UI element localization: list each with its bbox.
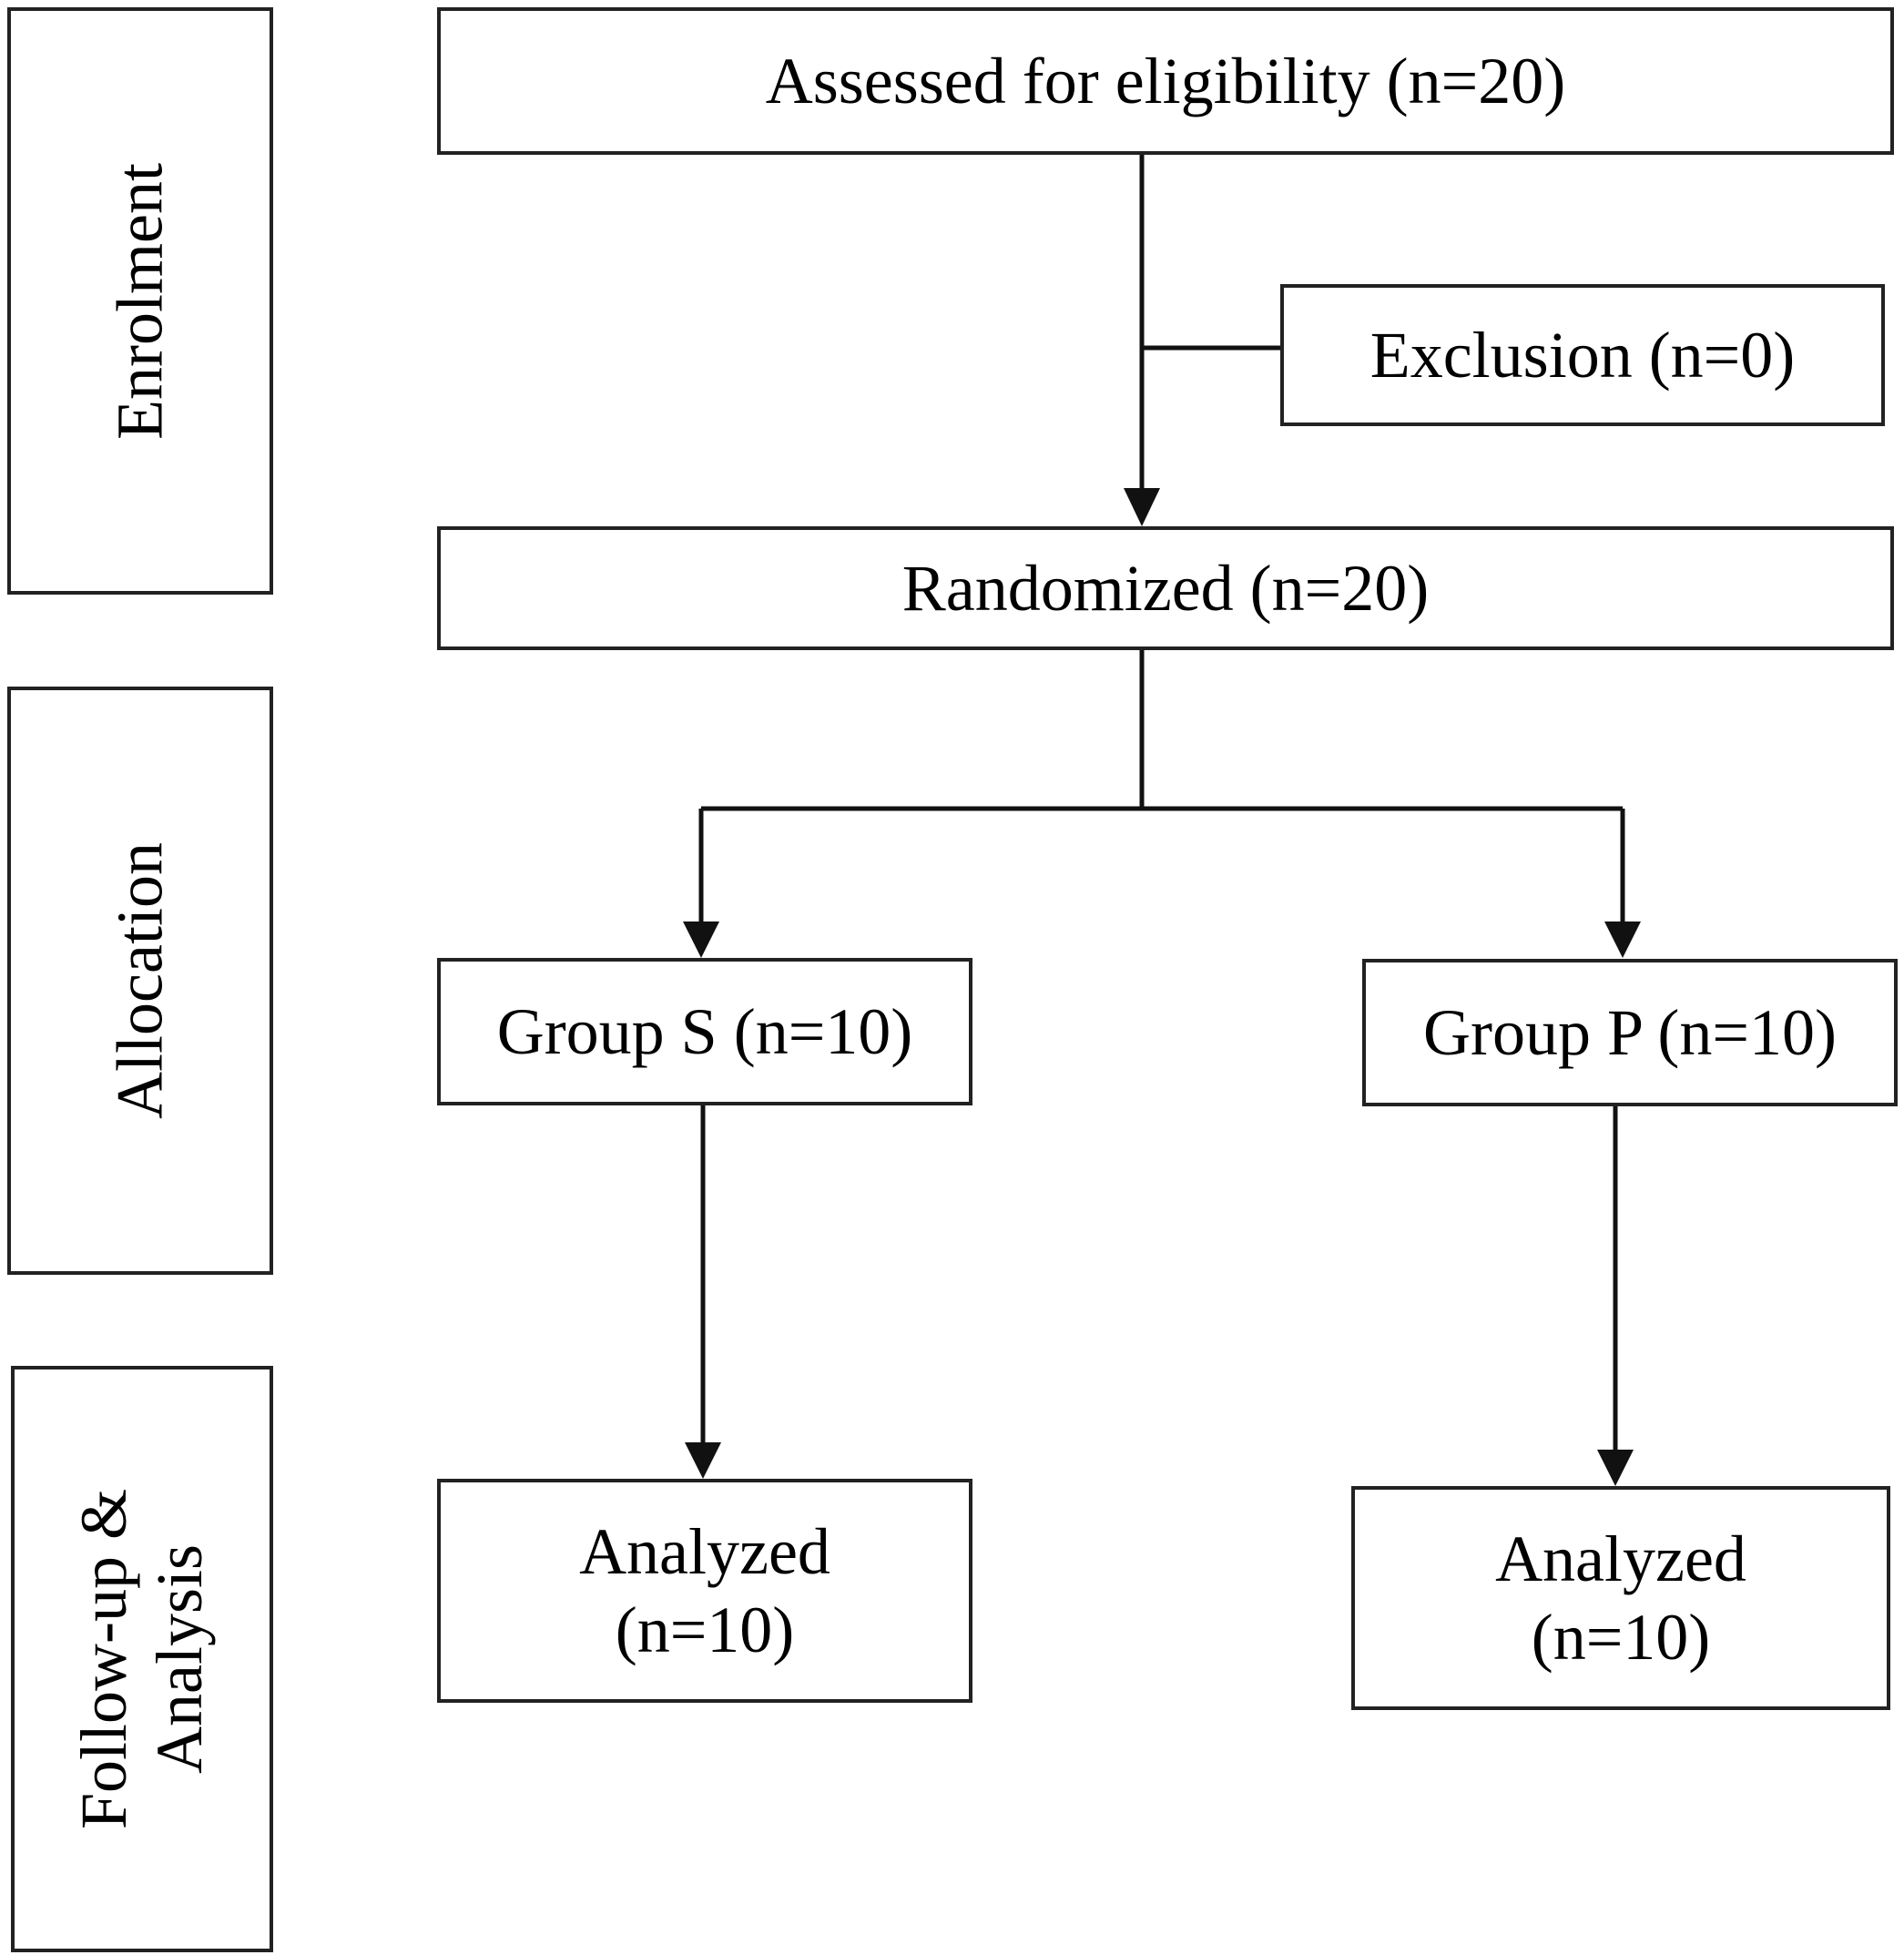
stage-followup-analysis: Follow-up & Analysis — [11, 1366, 273, 1952]
analyzed-s-line2: (n=10) — [615, 1594, 795, 1666]
analyzed-p-box: Analyzed (n=10) — [1351, 1486, 1890, 1710]
arrowhead-group-s — [683, 921, 719, 958]
arrowhead-analyzed-s — [685, 1442, 721, 1479]
stage-enrolment-label: Enrolment — [103, 163, 178, 440]
analyzed-p-line1: Analyzed — [1495, 1522, 1746, 1595]
arrowhead-group-p — [1604, 921, 1641, 958]
analyzed-p-line2: (n=10) — [1531, 1601, 1711, 1674]
randomized-box: Randomized (n=20) — [437, 526, 1894, 650]
arrowhead-randomized — [1124, 488, 1160, 526]
assessed-for-eligibility-text: Assessed for eligibility (n=20) — [765, 44, 1566, 117]
stage-followup-line2: Analysis — [143, 1544, 216, 1774]
randomized-text: Randomized (n=20) — [901, 551, 1430, 625]
group-p-text: Group P (n=10) — [1423, 995, 1837, 1069]
stage-enrolment-text: Enrolment — [103, 162, 177, 440]
exclusion-box: Exclusion (n=0) — [1280, 284, 1885, 426]
exclusion-text: Exclusion (n=0) — [1369, 318, 1796, 392]
group-p-box: Group P (n=10) — [1362, 959, 1898, 1106]
stage-allocation: Allocation — [7, 687, 273, 1275]
group-s-box: Group S (n=10) — [437, 958, 972, 1105]
analyzed-s-box: Analyzed (n=10) — [437, 1479, 972, 1703]
stage-enrolment: Enrolment — [7, 7, 273, 595]
assessed-for-eligibility-box: Assessed for eligibility (n=20) — [437, 7, 1894, 155]
stage-followup-line1: Follow-up & — [67, 1488, 141, 1830]
stage-followup-analysis-label: Follow-up & Analysis — [66, 1489, 218, 1829]
analyzed-s-line1: Analyzed — [579, 1514, 830, 1588]
group-s-text: Group S (n=10) — [496, 994, 913, 1068]
stage-allocation-label: Allocation — [103, 842, 178, 1119]
stage-allocation-text: Allocation — [103, 842, 177, 1119]
arrowhead-analyzed-p — [1597, 1450, 1634, 1486]
